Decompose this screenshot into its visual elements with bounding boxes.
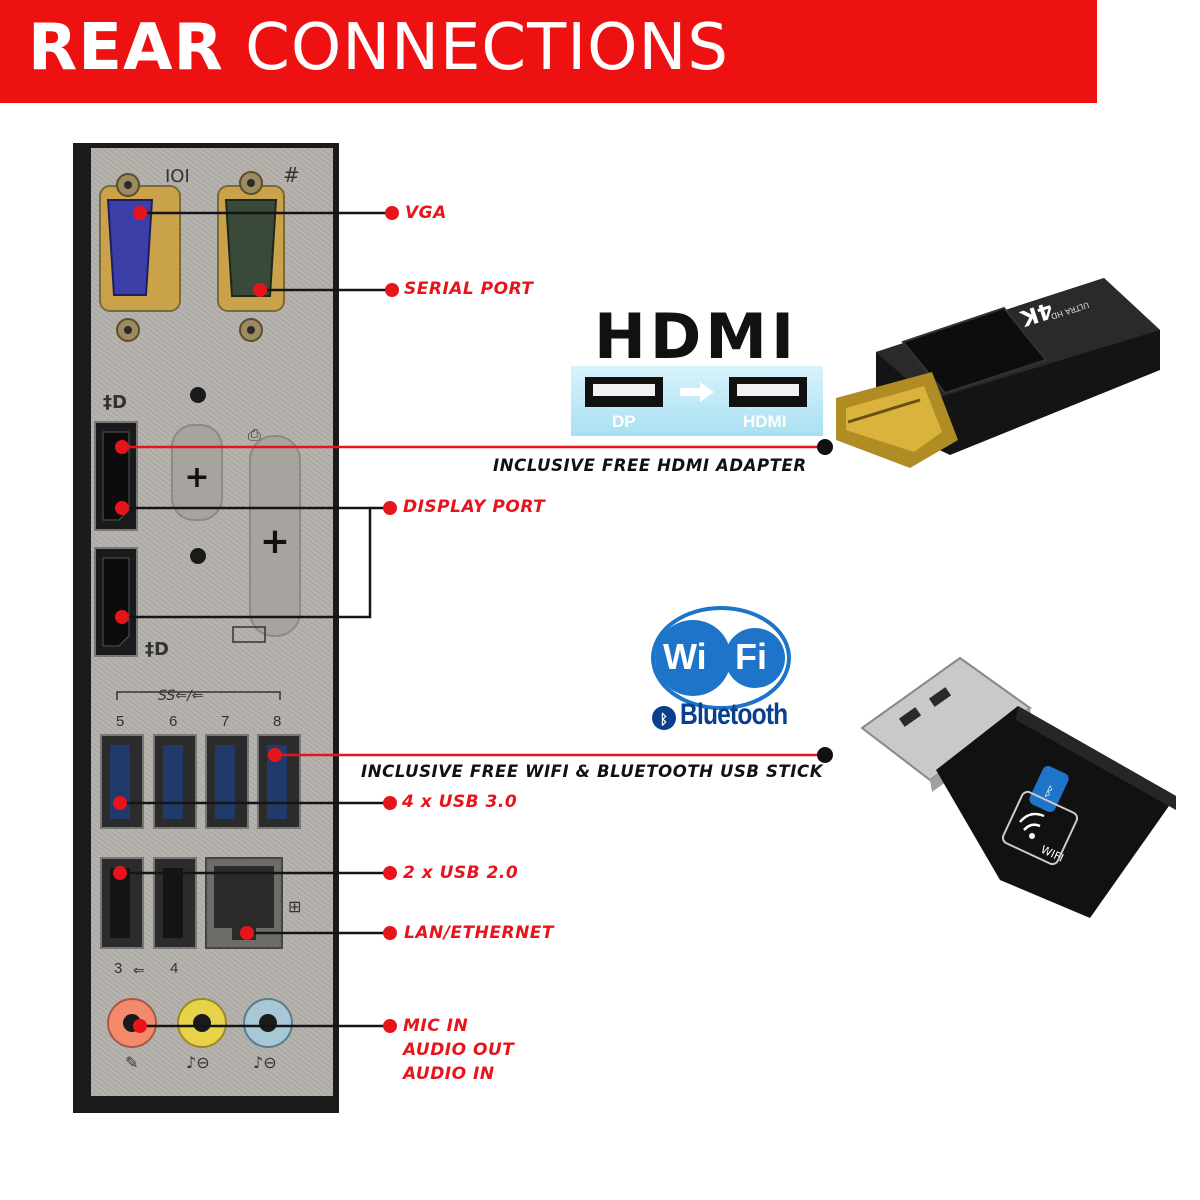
network-symbol-icon: ⊞ (288, 897, 301, 916)
usb3-port-number: 6 (169, 713, 178, 730)
printer-symbol-icon: ⎙ (248, 425, 261, 444)
label-hdmi-adapter: INCLUSIVE FREE HDMI ADAPTER (493, 456, 807, 475)
bluetooth-icon (652, 706, 676, 730)
serial-symbol-icon: # (283, 163, 300, 187)
label-wifi-stick: INCLUSIVE FREE WIFI & BLUETOOTH USB STIC… (361, 762, 824, 781)
wifi-logo (651, 606, 791, 710)
vga-symbol-icon: IOI (165, 166, 190, 187)
knockout-cover-small: + (171, 424, 223, 521)
bluetooth-glyph-icon: ᛒ (660, 712, 668, 728)
usb3-port-number: 5 (116, 713, 125, 730)
audio-out-symbol-icon: ♪⊖ (186, 1053, 210, 1072)
banner-title-rest: CONNECTIONS (245, 11, 729, 85)
title-banner: REAR CONNECTIONS (0, 0, 1097, 103)
wifi-line-end-dot (817, 747, 833, 763)
serial-port (217, 171, 285, 342)
dp-label: DP (612, 412, 636, 431)
audio-in-symbol-icon: ♪⊖ (253, 1053, 277, 1072)
banner-title: REAR CONNECTIONS (28, 8, 729, 88)
svg-text:+: + (184, 460, 209, 495)
displayport-symbol-icon-2: ‡D (145, 639, 169, 660)
callout-dots (113, 206, 399, 1033)
svg-text:+: + (260, 521, 290, 562)
usb3-port-number: 7 (221, 713, 230, 730)
label-serial-port: SERIAL PORT (404, 279, 534, 299)
banner-title-bold: REAR (28, 11, 224, 85)
panel-hole (190, 387, 206, 403)
usb3-port-number: 8 (273, 713, 282, 730)
usb2-symbol-icon: ⇐ (133, 963, 145, 979)
hdmi-label: HDMI (743, 412, 787, 431)
label-audio-in: AUDIO IN (403, 1064, 495, 1084)
label-mic-in: MIC IN (403, 1016, 469, 1036)
vga-port (99, 173, 181, 342)
knockout-cover-large: + (249, 435, 301, 637)
hdmi-adapter-image (836, 278, 1160, 468)
audio-jack-group (107, 998, 293, 1048)
label-display-port: DISPLAY PORT (403, 497, 546, 517)
label-vga: VGA (405, 203, 447, 223)
bluetooth-text: Bluetooth (680, 698, 788, 731)
label-usb3: 4 x USB 3.0 (402, 792, 518, 812)
usb2-port-number: 3 (114, 960, 123, 977)
wifi-word-wi: Wi (663, 636, 707, 677)
hdmi-logo: HDMI (593, 300, 799, 373)
panel-hole-2 (190, 548, 206, 564)
displayport-symbol-icon: ‡D (103, 392, 127, 413)
label-usb2: 2 x USB 2.0 (403, 863, 519, 883)
usb2-port-number: 4 (170, 960, 179, 977)
usb3-bracket (116, 691, 281, 700)
wifi-word-fi: Fi (735, 636, 767, 677)
displayport-2 (94, 547, 138, 657)
callout-lines (120, 211, 390, 1028)
wifi-usb-stick-image: ᛒ (860, 656, 1176, 918)
hdmi-line-end-dot (817, 439, 833, 455)
displayport-1 (94, 421, 138, 531)
label-audio-out: AUDIO OUT (403, 1040, 515, 1060)
mic-symbol-icon: ✎ (125, 1053, 138, 1072)
usb3-symbol-icon: SS⇐/⇐ (158, 688, 203, 704)
keyboard-symbol-icon (232, 626, 266, 643)
usb3-port-group (100, 734, 301, 829)
label-lan: LAN/ETHERNET (404, 923, 555, 943)
